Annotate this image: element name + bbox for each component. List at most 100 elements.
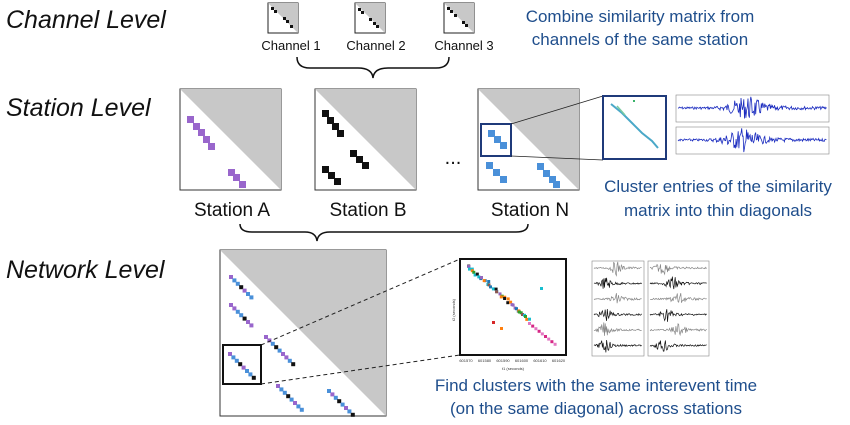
station-b-matrix (314, 88, 417, 191)
zoom-plot-point (470, 269, 474, 273)
network-matrix (219, 249, 387, 417)
network-diagonal-cell (239, 285, 244, 290)
network-diagonal-cell (251, 375, 256, 380)
network-diagonal-cell (293, 401, 297, 405)
network-diagonal-cell (344, 406, 348, 410)
zoom-plot-xtick: 601610 (533, 358, 547, 363)
zoom-plot-point (547, 337, 551, 341)
network-diagonal-cell (296, 404, 301, 409)
zoom-plot-point (498, 292, 502, 296)
zoom-plot-point (531, 324, 535, 328)
network-diagonal-cell (286, 394, 291, 399)
zoom-plot-point (509, 300, 513, 304)
zoom-plot-point (540, 332, 544, 336)
zoom-plot-point (550, 340, 554, 344)
zoom-plot-xtick: 601590 (496, 358, 510, 363)
channel-matrix-3 (443, 2, 475, 34)
station-level-title: Station Level (6, 94, 152, 122)
zoom-plot-point (511, 303, 515, 307)
network-diagonal-cell (246, 320, 250, 324)
network-zoom-connector-top (260, 258, 461, 346)
zoom-plot-xtick: 601580 (478, 358, 492, 363)
network-waveform-trace (649, 276, 707, 290)
network-diagonal-cell (234, 358, 239, 363)
zoom-plot-point (553, 342, 557, 346)
network-zoom-box (222, 344, 262, 385)
network-diagonal-cell (289, 397, 294, 402)
station-combine-brace (239, 223, 529, 242)
zoom-plot-point (544, 335, 547, 338)
waveform-panel-bottom (675, 126, 830, 155)
network-level-title: Network Level (6, 256, 166, 284)
network-diagonal-cell (277, 348, 282, 353)
combine-note-line-1: Combine similarity matrix from (526, 7, 755, 26)
station-n-matrix (477, 88, 580, 191)
zoom-plot-point (477, 275, 481, 279)
network-diagonal-cell (232, 278, 237, 283)
zoom-plot-point (519, 311, 523, 315)
network-diagonal-cell (267, 338, 272, 343)
zoom-plot-point (470, 267, 474, 271)
network-waveform-trace (593, 339, 642, 353)
network-zoom-connector-bottom (260, 354, 461, 385)
network-diagonal-cell (228, 352, 232, 356)
network-diagonal-cell (340, 402, 345, 407)
zoom-plot-point (482, 279, 486, 283)
network-diagonal-cell (245, 369, 249, 373)
network-diagonal-cell (350, 412, 355, 417)
network-diagonal-cell (284, 355, 289, 360)
network-waveform-trace (593, 322, 642, 336)
zoom-plot-point (524, 315, 527, 318)
network-diagonal-cell (333, 395, 338, 400)
network-diagonal-cell (239, 313, 244, 318)
station-n-zoom-plot (602, 95, 667, 160)
network-waveform-trace (593, 293, 642, 304)
station-zoom-connector-bottom (510, 155, 604, 161)
network-waveform-trace (649, 263, 707, 276)
zoom-plot-point (499, 295, 503, 299)
channel-3-label: Channel 3 (434, 38, 493, 53)
network-waveform-trace (649, 309, 707, 322)
network-diagonal-cell (229, 303, 233, 307)
network-waveform-trace (649, 323, 707, 337)
zoom-plot-point (489, 285, 492, 289)
network-diagonal-cell (264, 335, 268, 339)
zoom-plot-xlabel: t1 (seconds) (502, 366, 525, 371)
network-diagonal-cell (347, 409, 352, 414)
network-diagonal-cell (281, 352, 285, 356)
network-diagonal-cell (238, 362, 243, 367)
network-diagonal-cell (330, 392, 335, 397)
station-a-matrix (179, 88, 282, 191)
zoom-plot-point (491, 287, 495, 291)
zoom-plot-point (525, 317, 529, 321)
network-waveform-panel-right (647, 260, 710, 357)
network-diagonal-cell (327, 389, 331, 393)
network-waveform-trace (649, 340, 707, 352)
zoom-plot-point (506, 297, 510, 301)
network-diagonal-cell (231, 355, 236, 360)
zoom-plot-point (528, 317, 531, 321)
zoom-plot-point (472, 270, 476, 274)
zoom-plot-point (495, 290, 499, 294)
zoom-plot-point (534, 327, 538, 331)
cluster-note-line-2: matrix into thin diagonals (624, 201, 812, 220)
network-diagonal-cell (276, 384, 280, 388)
zoom-plot-point (506, 301, 510, 305)
channel-combine-brace (296, 56, 450, 79)
channel-level-title: Channel Level (6, 6, 167, 34)
zoom-plot-xtick: 601570 (459, 358, 473, 363)
zoom-plot-point (487, 283, 491, 287)
zoom-plot-point (500, 327, 503, 330)
channel-matrix-1 (267, 2, 299, 34)
zoom-plot-xtick: 601620 (552, 358, 566, 363)
waveform-panel-top (675, 94, 830, 123)
zoom-plot-point (515, 307, 518, 311)
zoom-plot-ylabel: t2 (seconds) (451, 298, 456, 321)
network-diagonal-cell (287, 358, 292, 363)
network-diagonal-cell (270, 341, 275, 346)
network-diagonal-cell (242, 316, 247, 321)
network-diagonal-cell (229, 275, 233, 279)
zoom-plot-point (537, 329, 541, 333)
